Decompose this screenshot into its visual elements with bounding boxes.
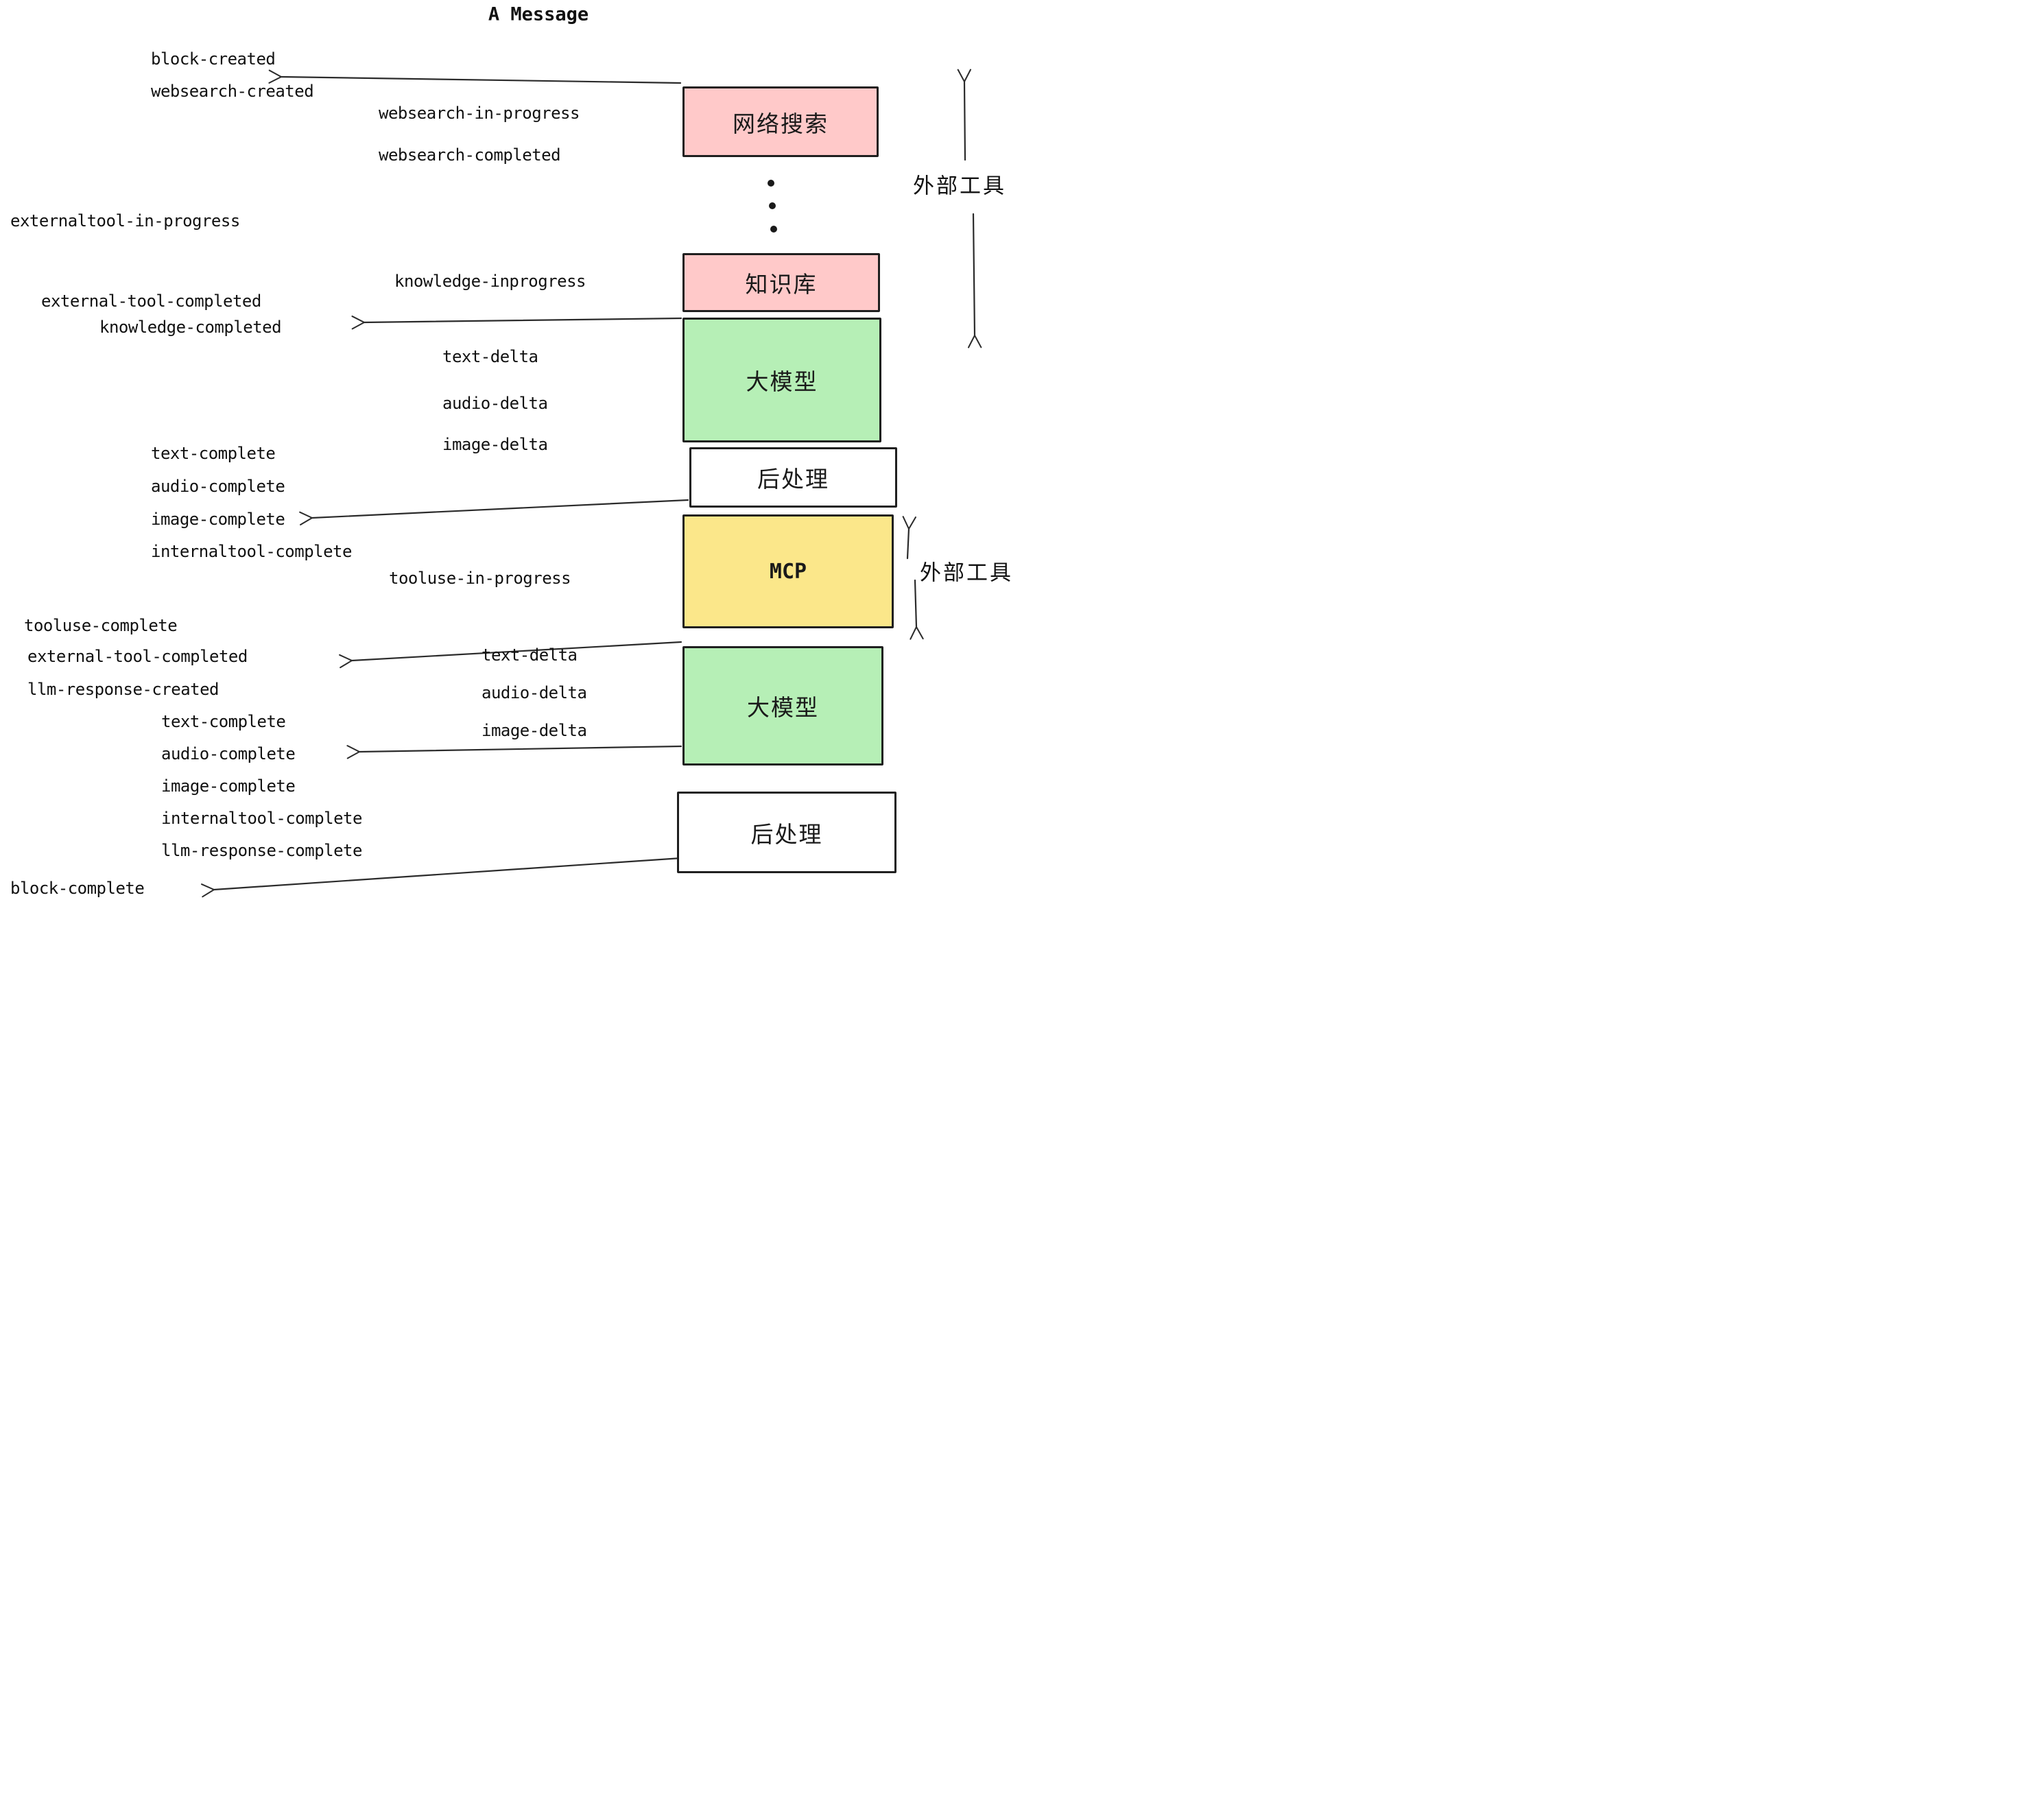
- event-image-delta-2: image-delta: [482, 721, 587, 740]
- box-knowledge: 知识库: [682, 253, 880, 312]
- event-text-delta-2: text-delta: [482, 645, 578, 665]
- box-websearch-label: 网络搜索: [733, 110, 829, 137]
- box-postprocess-1: 后处理: [689, 447, 897, 508]
- event-image-delta-1: image-delta: [442, 435, 548, 454]
- event-text-complete-1: text-complete: [151, 444, 276, 463]
- arrow-external-tool-mcp-down: [915, 579, 916, 627]
- arrow-external-tool-top-up: [964, 82, 965, 161]
- event-llm-response-complete: llm-response-complete: [161, 841, 362, 860]
- page-title: A Message: [488, 3, 589, 25]
- event-externaltool-in-progress: externaltool-in-progress: [10, 211, 240, 230]
- arrow-llm2-to-audio-complete: [359, 746, 682, 752]
- box-postprocess-2: 后处理: [677, 792, 896, 873]
- event-image-complete-2: image-complete: [161, 776, 296, 796]
- sequence-diagram: A Message 网络搜索 知识库 大模型 后处理 MCP 大模型 后处理 外…: [0, 0, 1022, 902]
- arrow-post2-to-block-complete: [214, 857, 682, 890]
- event-audio-complete-2: audio-complete: [161, 744, 296, 763]
- event-block-complete: block-complete: [10, 879, 145, 898]
- event-audio-delta-2: audio-delta: [482, 683, 587, 702]
- box-knowledge-label: 知识库: [745, 271, 818, 298]
- event-audio-complete-1: audio-complete: [151, 477, 285, 496]
- event-text-delta-1: text-delta: [442, 347, 538, 366]
- arrow-external-tool-mcp-up: [907, 529, 909, 560]
- event-websearch-completed: websearch-completed: [379, 145, 561, 165]
- arrow-llm-to-knowledge-completed: [364, 318, 682, 322]
- event-knowledge-inprogress: knowledge-inprogress: [394, 272, 586, 291]
- box-mcp: MCP: [682, 514, 894, 628]
- event-llm-response-created: llm-response-created: [27, 680, 219, 699]
- event-knowledge-completed: knowledge-completed: [99, 318, 282, 337]
- external-tool-mcp-label: 外部工具: [920, 560, 1013, 586]
- box-mcp-label: MCP: [769, 559, 807, 584]
- box-llm-1: 大模型: [682, 318, 881, 442]
- event-block-created: block-created: [151, 49, 276, 69]
- event-external-tool-completed-2: external-tool-completed: [27, 647, 248, 666]
- box-llm-2-label: 大模型: [747, 694, 819, 721]
- event-internaltool-complete-1: internaltool-complete: [151, 542, 352, 561]
- event-tooluse-complete: tooluse-complete: [24, 616, 178, 635]
- event-audio-delta-1: audio-delta: [442, 394, 548, 413]
- external-tool-top-label: 外部工具: [913, 174, 1006, 199]
- box-websearch: 网络搜索: [682, 86, 879, 157]
- box-llm-2: 大模型: [682, 646, 883, 765]
- event-text-complete-2: text-complete: [161, 712, 286, 731]
- arrow-external-tool-top-down: [973, 213, 975, 335]
- box-postprocess-2-label: 后处理: [750, 820, 823, 848]
- event-image-complete-1: image-complete: [151, 510, 285, 529]
- arrow-websearch-to-block-created: [281, 77, 682, 84]
- event-external-tool-completed-1: external-tool-completed: [41, 292, 261, 311]
- box-postprocess-1-label: 后处理: [757, 466, 829, 492]
- ellipsis-dots-icon: [768, 180, 777, 233]
- event-internaltool-complete-2: internaltool-complete: [161, 809, 362, 828]
- arrow-post1-to-image-complete: [312, 499, 689, 518]
- event-tooluse-in-progress: tooluse-in-progress: [389, 569, 571, 588]
- box-llm-1-label: 大模型: [746, 368, 818, 395]
- event-websearch-in-progress: websearch-in-progress: [379, 104, 580, 123]
- event-websearch-created: websearch-created: [151, 82, 314, 101]
